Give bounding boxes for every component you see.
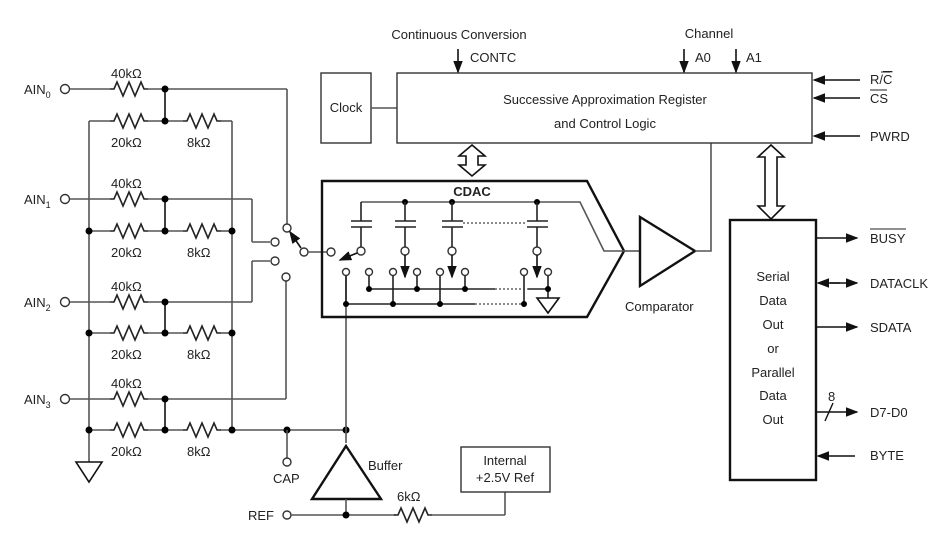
ain1-pin[interactable]	[59, 193, 71, 205]
d7-d0-label: D7-D0	[870, 405, 908, 420]
label-40k: 40kΩ	[111, 176, 142, 191]
label-40k: 40kΩ	[111, 66, 142, 81]
byte-label: BYTE	[870, 448, 904, 463]
a1-label: A1	[746, 50, 762, 65]
input-channel-0: AIN0 40kΩ 20kΩ 8kΩ	[24, 66, 288, 226]
label-40k: 40kΩ	[111, 376, 142, 391]
ref-label: REF	[248, 508, 274, 523]
out-line: Out	[763, 317, 784, 332]
bus-width-label: 8	[828, 389, 835, 404]
ground-symbol-network	[74, 461, 104, 484]
label-20k: 20kΩ	[111, 245, 142, 260]
resistor-40k	[109, 81, 149, 97]
buffer-label: Buffer	[368, 458, 403, 473]
output-register-block	[728, 218, 818, 482]
clock-block	[320, 72, 372, 144]
resistor-6k	[393, 507, 433, 523]
label-20k: 20kΩ	[111, 135, 142, 150]
label-6k: 6kΩ	[397, 489, 421, 504]
out-line: Data	[759, 293, 787, 308]
out-line: Serial	[756, 269, 789, 284]
label-8k: 8kΩ	[187, 347, 211, 362]
continuous-conversion-label: Continuous Conversion	[391, 27, 526, 42]
label-8k: 8kΩ	[187, 444, 211, 459]
label-8k: 8kΩ	[187, 245, 211, 260]
cdac-label: CDAC	[453, 184, 491, 199]
cap-label: CAP	[273, 471, 300, 486]
label-20k: 20kΩ	[111, 347, 142, 362]
sar-cdac-bus-arrow	[456, 143, 488, 178]
comparator-label: Comparator	[625, 299, 694, 314]
input-channel-1: AIN1 40kΩ 20kΩ 8kΩ	[24, 176, 270, 260]
clock-label: Clock	[330, 100, 363, 115]
dataclk-label: DATACLK	[870, 276, 928, 291]
ain1-label: AIN1	[24, 192, 51, 210]
input-channel-2: AIN2 40kΩ 20kΩ 8kΩ	[24, 260, 270, 362]
ground-symbol-cdac	[535, 297, 561, 315]
cap-pin[interactable]	[282, 457, 292, 467]
ref-block-line1: Internal	[483, 453, 526, 468]
out-line: or	[767, 341, 779, 356]
out-line: Data	[759, 388, 787, 403]
label-8k: 8kΩ	[187, 135, 211, 150]
ref-block-line2: +2.5V Ref	[476, 470, 535, 485]
sdata-label: SDATA	[870, 320, 912, 335]
channel-label: Channel	[685, 26, 734, 41]
ref-pin[interactable]	[282, 510, 292, 520]
pwrd-label: PWRD	[870, 129, 910, 144]
sar-label-line2: and Control Logic	[554, 116, 656, 131]
ain3-label: AIN3	[24, 392, 51, 410]
ain0-label: AIN0	[24, 82, 51, 100]
ain2-label: AIN2	[24, 295, 51, 313]
resistor-20k	[109, 113, 149, 129]
a0-label: A0	[695, 50, 711, 65]
comparator	[638, 214, 698, 289]
contc-label: CONTC	[470, 50, 516, 65]
resistor-8k	[182, 113, 222, 129]
label-40k: 40kΩ	[111, 279, 142, 294]
internal-reference-block	[460, 446, 551, 493]
sar-label-line1: Successive Approximation Register	[503, 92, 707, 107]
ain0-pin[interactable]	[59, 83, 71, 95]
input-channel-3: AIN3 40kΩ 20kΩ 8kΩ	[24, 277, 346, 459]
out-line: Out	[763, 412, 784, 427]
busy-label: BUSY	[870, 231, 906, 246]
input-mux-switch	[270, 223, 336, 282]
label-20k: 20kΩ	[111, 444, 142, 459]
sar-control-logic-block	[396, 72, 813, 144]
out-line: Parallel	[751, 365, 794, 380]
ain3-pin[interactable]	[59, 393, 71, 405]
cdac-block: CDAC	[320, 179, 626, 319]
cs-label: CS	[870, 91, 888, 106]
sar-output-bus-arrow	[755, 143, 787, 221]
ain2-pin[interactable]	[59, 296, 71, 308]
rc-label: R/C	[870, 72, 892, 87]
